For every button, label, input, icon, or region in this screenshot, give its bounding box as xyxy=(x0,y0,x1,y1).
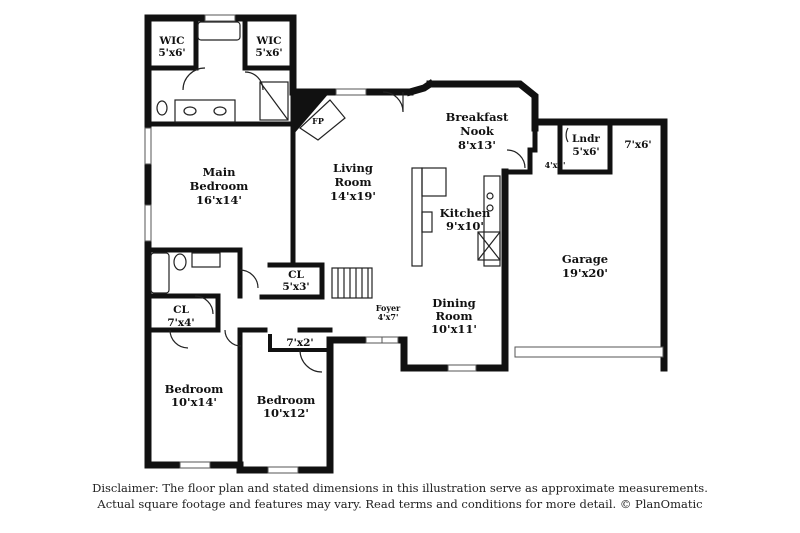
windows xyxy=(144,14,664,474)
dining-room-dims: 10'x11' xyxy=(431,322,477,336)
wic-right-dims: 5'x6' xyxy=(255,47,282,59)
kitchen-name: Kitchen xyxy=(440,206,491,220)
wic-left-dims: 5'x6' xyxy=(158,47,185,59)
closet-bedroom-dims: 7'x2' xyxy=(286,337,313,349)
bedroom-left-name: Bedroom xyxy=(165,382,224,396)
garage-dims: 19'x20' xyxy=(562,266,608,280)
foyer-name: Foyer xyxy=(376,303,401,313)
breakfast-nook-name1: Breakfast xyxy=(446,110,509,124)
exterior-walls xyxy=(144,14,668,474)
dining-room-name2: Room xyxy=(435,309,472,323)
living-room-name2: Room xyxy=(334,175,371,189)
bedroom-left-dims: 10'x14' xyxy=(171,395,217,409)
closet-left-dims: 7'x4' xyxy=(167,317,194,329)
fireplace-label: FP xyxy=(312,116,324,126)
laundry-dims: 5'x6' xyxy=(572,146,599,158)
breakfast-nook-dims: 8'x13' xyxy=(458,138,496,152)
closet-left-name: CL xyxy=(173,304,189,316)
disclaimer-line1: Disclaimer: The floor plan and stated di… xyxy=(92,481,708,495)
main-bedroom-name2: Bedroom xyxy=(190,179,249,193)
doors xyxy=(169,67,569,373)
main-bedroom-name1: Main xyxy=(203,165,237,179)
bedroom-right-name: Bedroom xyxy=(257,393,316,407)
fireplace-block xyxy=(293,92,330,135)
main-bedroom-dims: 16'x14' xyxy=(196,193,242,207)
breakfast-nook-name2: Nook xyxy=(460,124,495,138)
closet-hall-name: CL xyxy=(288,269,304,281)
disclaimer-line2: Actual square footage and features may v… xyxy=(97,497,703,511)
room-labels: WIC 5'x6' WIC 5'x6' Main Bedroom 16'x14'… xyxy=(158,35,651,420)
wic-left-name: WIC xyxy=(158,35,184,47)
storage-dims: 7'x6' xyxy=(624,139,651,151)
bedroom-right-dims: 10'x12' xyxy=(263,406,309,420)
stairs xyxy=(331,267,373,299)
pantry-dims: 4'x3' xyxy=(545,160,566,170)
disclaimer: Disclaimer: The floor plan and stated di… xyxy=(0,480,800,512)
kitchen-dims: 9'x10' xyxy=(446,219,484,233)
closet-hall-dims: 5'x3' xyxy=(282,281,309,293)
interior-walls xyxy=(145,15,613,473)
laundry-name: Lndr xyxy=(572,133,600,145)
wic-right-name: WIC xyxy=(255,35,281,47)
foyer-dims: 4'x7' xyxy=(378,312,399,322)
living-room-dims: 14'x19' xyxy=(330,189,376,203)
fixtures xyxy=(150,21,501,299)
garage-name: Garage xyxy=(562,252,608,266)
dining-room-name1: Dining xyxy=(432,296,475,310)
living-room-name1: Living xyxy=(333,161,373,175)
